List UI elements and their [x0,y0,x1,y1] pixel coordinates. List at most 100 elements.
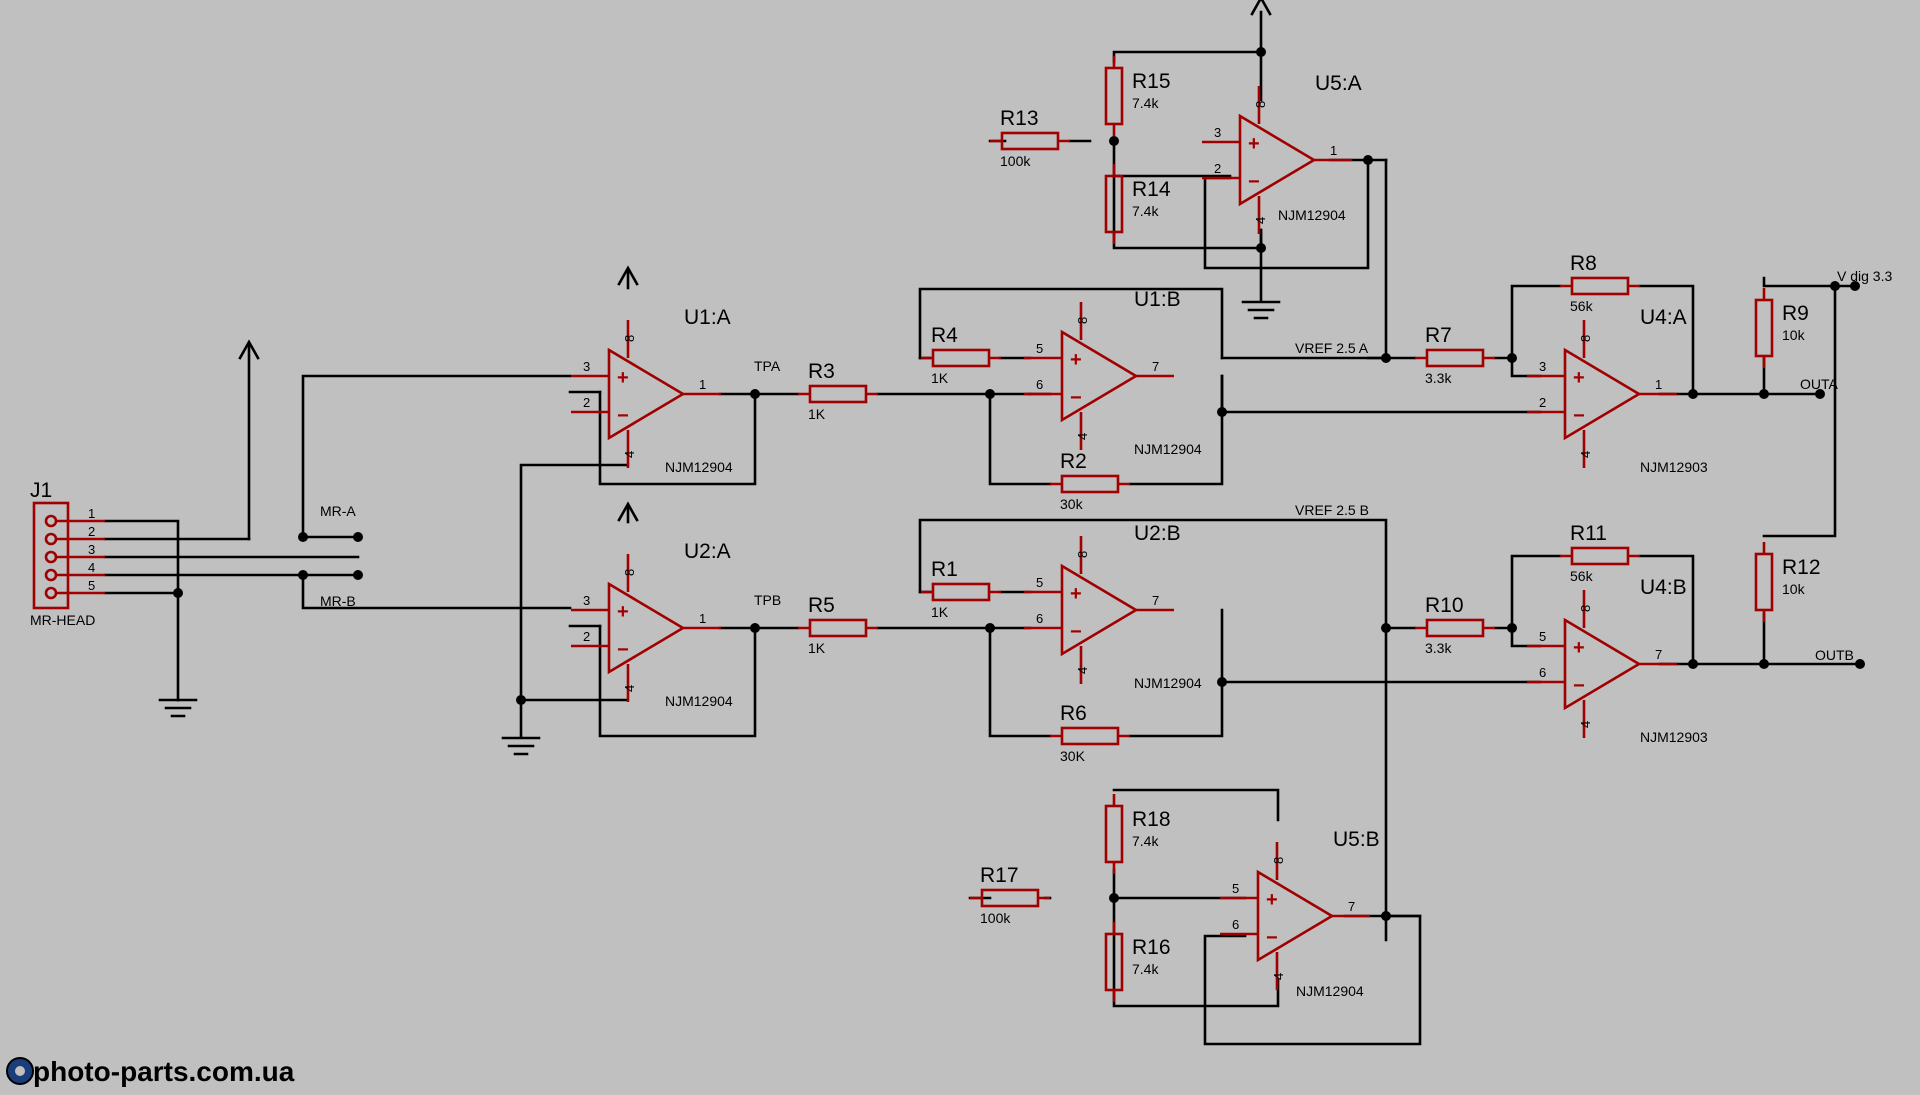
connector-ref: J1 [30,479,52,502]
pin-number: 3 [583,359,590,374]
resistor-value: 3.3k [1425,640,1452,656]
junction-dot [1217,407,1227,417]
pin-number: 4 [1271,973,1286,980]
resistor-icon [931,582,991,602]
opamp-part-number: NJM12904 [1296,983,1364,999]
ground-icon [501,698,541,756]
connector-name: MR-HEAD [30,612,95,628]
junction-dot [1381,353,1391,363]
watermark: photo-parts.com.ua [6,1056,295,1087]
resistor-ref: R18 [1132,808,1171,831]
opamp-plus-sign: + [617,601,629,623]
opamp-minus-sign: − [1070,387,1082,409]
opamp-triangle-icon [1563,617,1642,711]
resistor-value: 56k [1570,568,1594,584]
pin-number: 8 [622,569,637,576]
connector-pins [44,514,105,600]
resistor-icon [1425,618,1485,638]
pin-label: 3 [88,542,95,557]
pin-label: 4 [88,560,95,575]
pin-number: 3 [1214,125,1221,140]
opamp-triangle-icon [1563,347,1642,441]
junction-dot [1759,659,1769,669]
net-label-mr-a: MR-A [320,503,356,519]
resistor-value: 10k [1782,581,1806,597]
resistor-icon [1104,804,1124,864]
pin-number: 1 [699,377,706,392]
opamp-triangle-icon [1060,329,1139,423]
junction-dot [1688,389,1698,399]
resistor-value: 1K [931,370,949,386]
junction-dot [1363,155,1373,165]
opamp-ref: U2:B [1134,522,1181,545]
resistor-r7: R73.3k [1415,324,1495,386]
pin-number: 4 [1075,667,1090,674]
resistor-value: 10k [1782,327,1806,343]
resistor-value: 30k [1060,496,1084,512]
junction-dot [1830,281,1840,291]
junction-dot [750,389,760,399]
opamp-ref: U1:B [1134,288,1181,311]
net-labels: MR-A MR-B TPA TPB VREF 2.5 A VREF 2.5 B … [320,268,1892,663]
pin-label: 1 [88,506,95,521]
junction-dot [1256,47,1266,57]
resistor-r15: R15 7.4k [1104,56,1171,136]
opamp-minus-sign: − [1070,621,1082,643]
ground-icon [158,698,198,718]
junction-dot [985,389,995,399]
junction-dot [298,570,308,580]
opamp-minus-sign: − [1573,675,1585,697]
pin-number: 3 [583,593,590,608]
resistor-value: 7.4k [1132,95,1159,111]
logo-icon-center [15,1066,25,1076]
resistor-value: 30K [1060,748,1086,764]
resistor-icon [1754,298,1774,358]
pin-number: 6 [1539,665,1546,680]
opamp-plus-sign: + [617,367,629,389]
pin-number: 2 [583,395,590,410]
pin-number: 1 [1330,143,1337,158]
resistor-icon [1570,546,1630,566]
junction-dot [1815,389,1825,399]
pin-number: 1 [1655,377,1662,392]
junction-dot [1688,659,1698,669]
junction-dot [1217,677,1227,687]
opamp-part-number: NJM12903 [1640,729,1708,745]
resistor-value: 56k [1570,298,1594,314]
opamp-plus-sign: + [1070,349,1082,371]
pin-number: 4 [1075,433,1090,440]
vcc-arrow-u2a [617,501,639,524]
opamp-ref: U5:B [1333,828,1380,851]
pin-number: 8 [1075,317,1090,324]
opamp-ref: U1:A [684,306,731,329]
resistor-ref: R15 [1132,70,1171,93]
resistor-value: 1K [808,406,826,422]
pin-number: 5 [1232,881,1239,896]
opamp-part-number: NJM12904 [1134,675,1202,691]
junctions [173,47,1865,921]
resistor-ref: R1 [931,558,958,581]
resistor-ref: R12 [1782,556,1821,579]
watermark-text: photo-parts.com.ua [33,1056,295,1087]
resistor-ref: R11 [1570,522,1607,545]
ground-icon [1241,300,1281,320]
opamp-ref: U4:A [1640,306,1687,329]
opamp-triangle-icon [607,347,686,441]
resistor-icon [1000,131,1060,151]
resistor-value: 100k [980,910,1011,926]
